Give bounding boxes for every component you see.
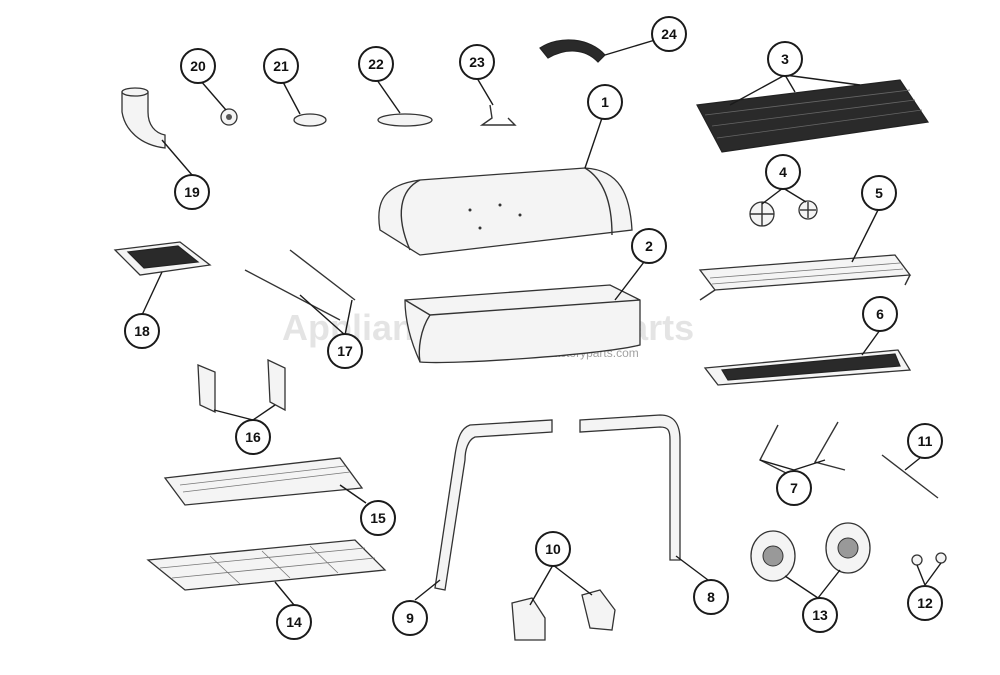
callout-5: 5 — [861, 175, 897, 211]
callout-22: 22 — [358, 46, 394, 82]
svg-text:20: 20 — [190, 58, 206, 74]
svg-text:7: 7 — [790, 480, 798, 496]
part-wire-handles — [244, 249, 356, 321]
svg-text:23: 23 — [469, 54, 485, 70]
part-left-leg — [434, 419, 553, 591]
svg-text:8: 8 — [707, 589, 715, 605]
callout-12: 12 — [907, 585, 943, 621]
callout-18: 18 — [124, 313, 160, 349]
part-side-brackets — [197, 358, 286, 414]
svg-text:13: 13 — [812, 607, 828, 623]
part-right-leg — [579, 414, 681, 561]
svg-text:12: 12 — [917, 595, 933, 611]
callout-2: 2 — [631, 228, 667, 264]
svg-text:2: 2 — [645, 238, 653, 254]
svg-text:16: 16 — [245, 429, 261, 445]
callout-19: 19 — [174, 174, 210, 210]
callout-17: 17 — [327, 333, 363, 369]
callout-1: 1 — [587, 84, 623, 120]
svg-text:3: 3 — [781, 51, 789, 67]
callout-14: 14 — [276, 604, 312, 640]
part-axle-rod — [881, 454, 939, 499]
svg-text:19: 19 — [184, 184, 200, 200]
part-side-shelf — [113, 241, 212, 276]
svg-text:15: 15 — [370, 510, 386, 526]
callout-6: 6 — [862, 296, 898, 332]
callouts: 1 2 3 4 5 6 7 8 9 10 11 12 13 14 15 16 1… — [124, 16, 943, 640]
part-small-grate — [377, 113, 433, 127]
part-warming-rack — [698, 254, 912, 301]
callout-3: 3 — [767, 41, 803, 77]
part-small-wheels — [749, 200, 818, 227]
callout-23: 23 — [459, 44, 495, 80]
svg-text:9: 9 — [406, 610, 414, 626]
svg-text:4: 4 — [779, 164, 787, 180]
callout-13: 13 — [802, 597, 838, 633]
callout-15: 15 — [360, 500, 396, 536]
part-damper — [220, 108, 238, 126]
callout-11: 11 — [907, 423, 943, 459]
svg-text:21: 21 — [273, 58, 289, 74]
part-cooking-grate — [696, 79, 930, 153]
svg-text:17: 17 — [337, 343, 353, 359]
svg-text:24: 24 — [661, 26, 677, 42]
part-axle-brackets — [511, 589, 616, 641]
part-handle — [539, 39, 606, 63]
part-caps — [911, 552, 947, 566]
callout-21: 21 — [263, 48, 299, 84]
callout-8: 8 — [693, 579, 729, 615]
part-bottom-shelf — [146, 539, 387, 591]
callout-10: 10 — [535, 531, 571, 567]
part-smokestack — [121, 87, 166, 149]
callout-20: 20 — [180, 48, 216, 84]
part-ash-pan — [163, 457, 364, 506]
svg-text:18: 18 — [134, 323, 150, 339]
part-charcoal-grate — [703, 349, 912, 386]
svg-text:22: 22 — [368, 56, 384, 72]
part-thermometer — [293, 113, 327, 127]
svg-text:5: 5 — [875, 185, 883, 201]
callout-16: 16 — [235, 419, 271, 455]
part-hook — [479, 104, 517, 126]
callout-9: 9 — [392, 600, 428, 636]
svg-text:14: 14 — [286, 614, 302, 630]
callout-24: 24 — [651, 16, 687, 52]
leader-lines — [141, 39, 942, 606]
part-lid — [378, 167, 633, 256]
callout-7: 7 — [776, 470, 812, 506]
part-firebox — [404, 284, 641, 364]
svg-text:6: 6 — [876, 306, 884, 322]
svg-text:1: 1 — [601, 94, 609, 110]
part-wheels — [750, 522, 871, 582]
callout-4: 4 — [765, 154, 801, 190]
svg-text:11: 11 — [918, 433, 933, 449]
svg-text:10: 10 — [545, 541, 561, 557]
